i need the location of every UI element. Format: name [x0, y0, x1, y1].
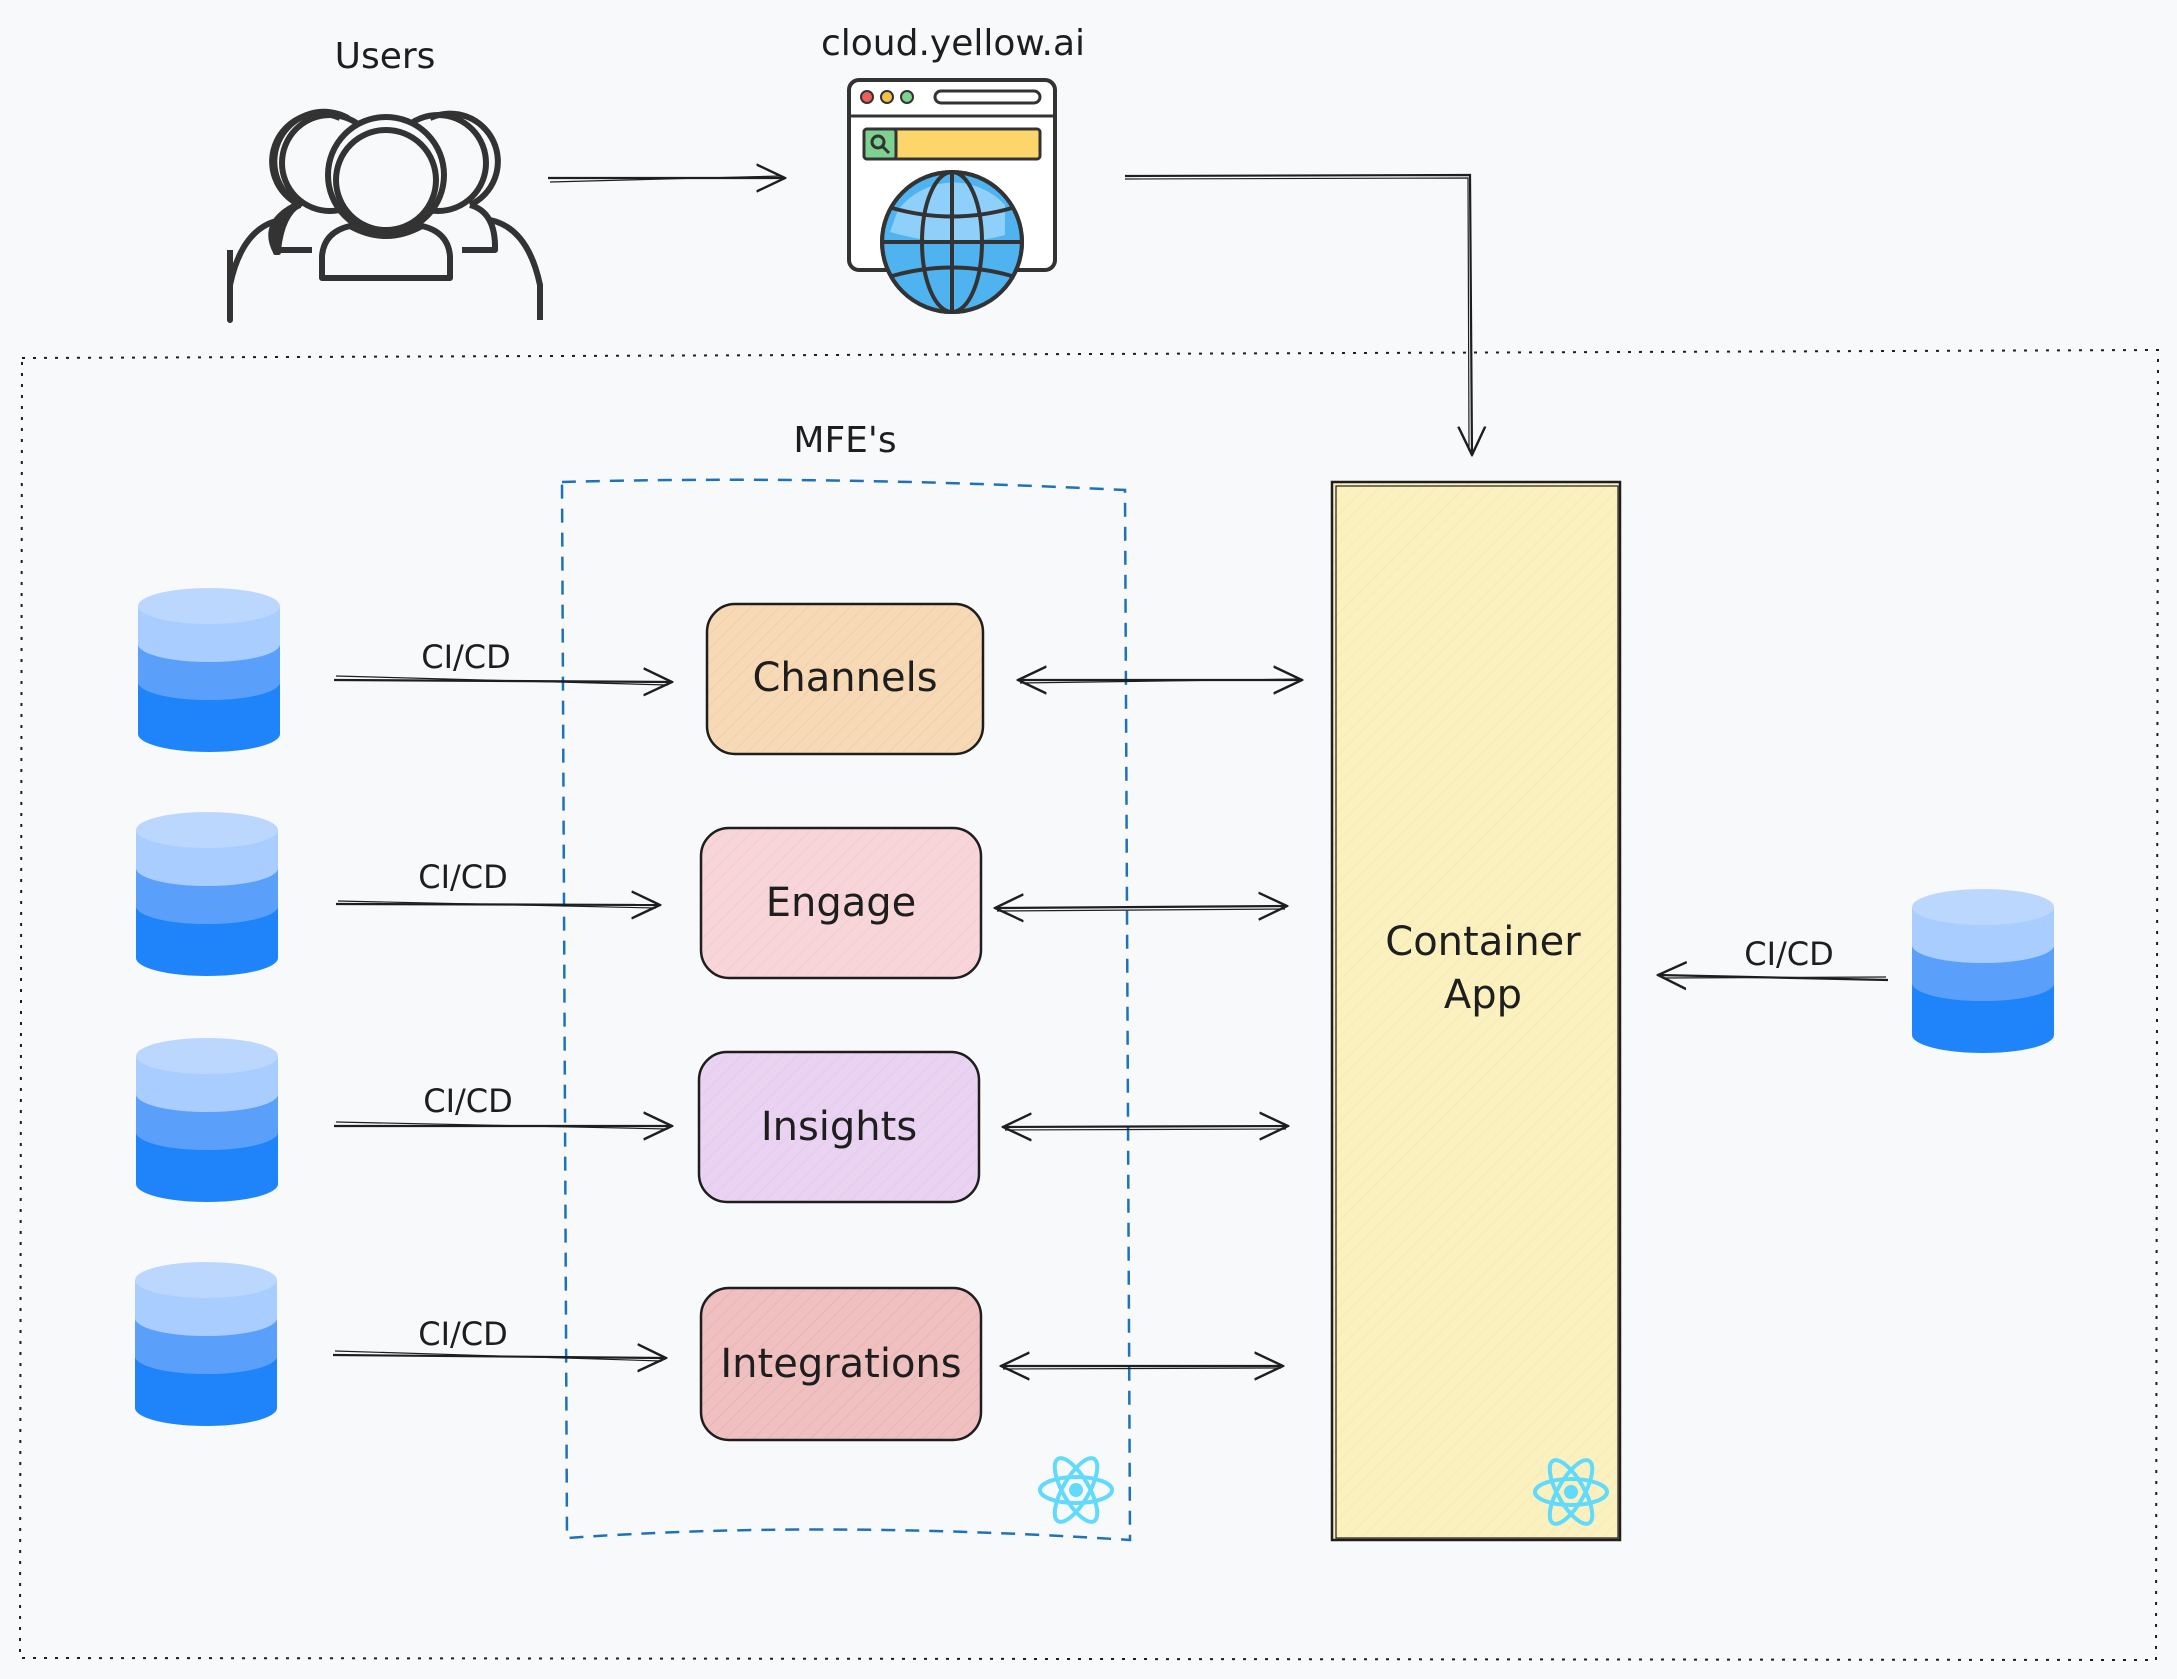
- mfe-channels-label: Channels: [752, 655, 937, 701]
- outer-boundary: [18, 348, 2160, 1662]
- mfe-integrations-label: Integrations: [720, 1341, 961, 1387]
- mfe-engage: Engage: [699, 826, 983, 980]
- insights-container-arrow: [1003, 1126, 1288, 1127]
- database-icon: [138, 588, 280, 752]
- container-app-label-line1: Container: [1385, 919, 1581, 965]
- mfe-insights-label: Insights: [761, 1104, 917, 1150]
- mfe-insights: Insights: [697, 1050, 981, 1204]
- users-center-person: [319, 127, 453, 281]
- browser-to-container-arrow: [1124, 173, 1472, 455]
- container-app-label-line2: App: [1444, 972, 1522, 1018]
- mfe-engage-label: Engage: [766, 880, 917, 926]
- database-icon: [136, 812, 278, 976]
- cicd-label-insights: CI/CD: [423, 1082, 513, 1120]
- users-right-person: [428, 110, 501, 253]
- browser-globe-icon: [847, 78, 1057, 314]
- database-icon: [136, 1038, 278, 1202]
- engage-container-arrow: [995, 906, 1287, 908]
- react-icon: [1038, 1450, 1114, 1530]
- database-icon: [135, 1262, 277, 1426]
- container-app: Container App: [1330, 480, 1622, 1542]
- mfe-integrations: Integrations: [699, 1286, 983, 1442]
- browser-label: cloud.yellow.ai: [821, 23, 1085, 64]
- cicd-label-engage: CI/CD: [418, 858, 508, 896]
- cicd-label-channels: CI/CD: [421, 638, 511, 676]
- mfe-group-label: MFE's: [793, 420, 896, 461]
- mfe-channels: Channels: [705, 602, 985, 756]
- database-icon: [1912, 889, 2054, 1053]
- users-left-person: [269, 110, 342, 253]
- cicd-label-integrations: CI/CD: [418, 1315, 508, 1353]
- users-label: Users: [335, 36, 436, 77]
- cicd-label-container: CI/CD: [1744, 935, 1834, 973]
- mfe-group-boundary: [560, 478, 1132, 1542]
